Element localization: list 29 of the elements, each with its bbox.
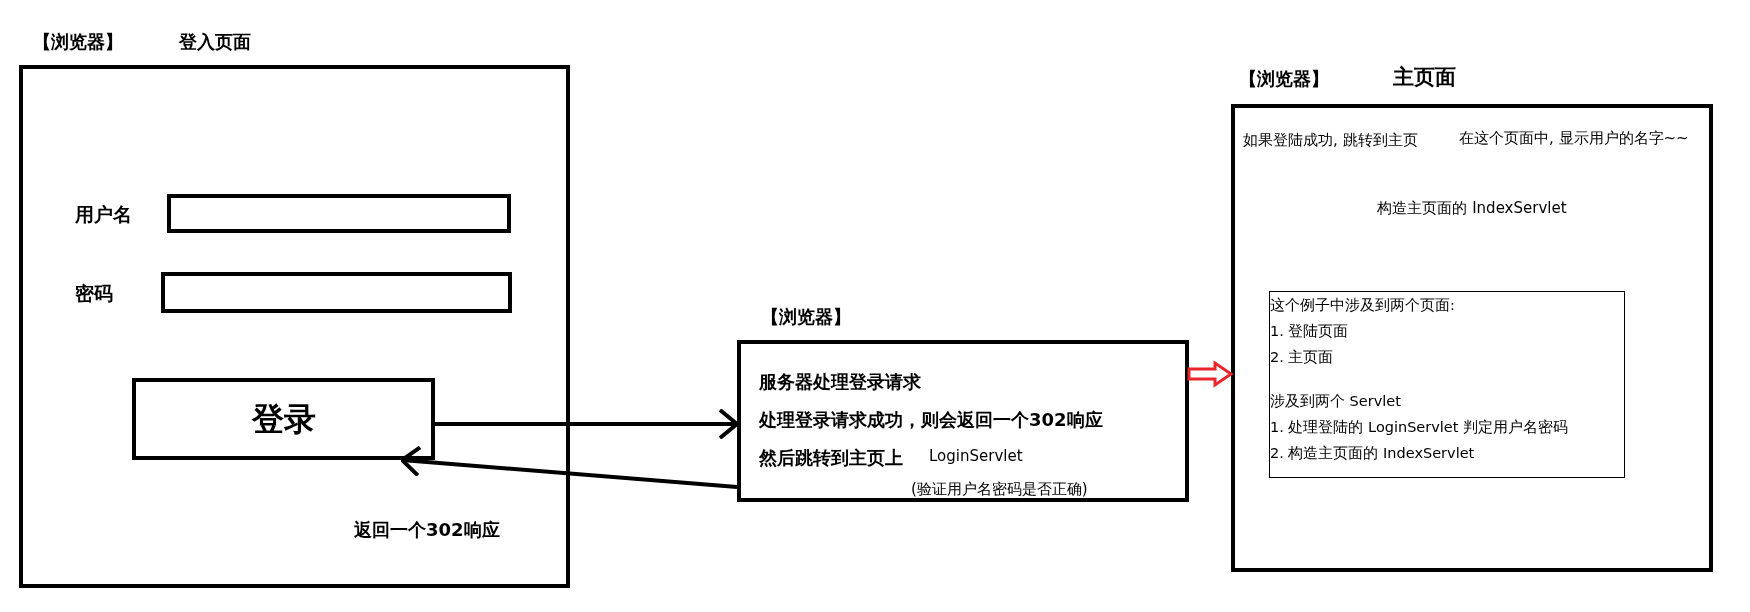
login-button: 登录	[132, 378, 435, 460]
note-text: 这个例子中涉及到两个页面:	[1270, 296, 1456, 315]
window-heading: 【浏览器】	[761, 305, 851, 329]
field-label: 密码	[75, 280, 113, 306]
note-text: 涉及到两个 Servlet	[1270, 392, 1402, 411]
body-text: (验证用户名密码是否正确)	[911, 479, 1088, 500]
block-arrow	[1187, 360, 1234, 388]
body-text: 构造主页面的 IndexServlet	[1376, 198, 1568, 219]
body-text: 处理登录请求成功，则会返回一个302响应	[759, 408, 1103, 432]
body-text: 在这个页面中, 显示用户的名字~~	[1459, 128, 1689, 149]
page-title: 主页面	[1393, 64, 1456, 90]
edge-label: 返回一个302响应	[352, 518, 502, 542]
field-label: 用户名	[75, 201, 132, 227]
arrow	[400, 445, 738, 489]
note-text: 2. 构造主页面的 IndexServlet	[1270, 444, 1476, 463]
body-text: LoginServlet	[929, 446, 1023, 467]
note-text: 1. 处理登陆的 LoginServlet 判定用户名密码	[1270, 418, 1569, 437]
body-text: 如果登陆成功, 跳转到主页	[1243, 130, 1418, 151]
note-box	[1269, 291, 1625, 478]
window-heading: 【浏览器】	[33, 30, 123, 54]
note-text: 1. 登陆页面	[1270, 322, 1350, 341]
arrow	[435, 408, 739, 440]
input-field	[161, 272, 512, 313]
body-text: 服务器处理登录请求	[759, 370, 921, 394]
input-field	[167, 194, 511, 233]
window-heading: 【浏览器】	[1239, 67, 1329, 91]
window-heading: 登入页面	[179, 30, 251, 54]
note-text: 2. 主页面	[1270, 348, 1335, 367]
body-text: 然后跳转到主页上	[759, 446, 903, 470]
